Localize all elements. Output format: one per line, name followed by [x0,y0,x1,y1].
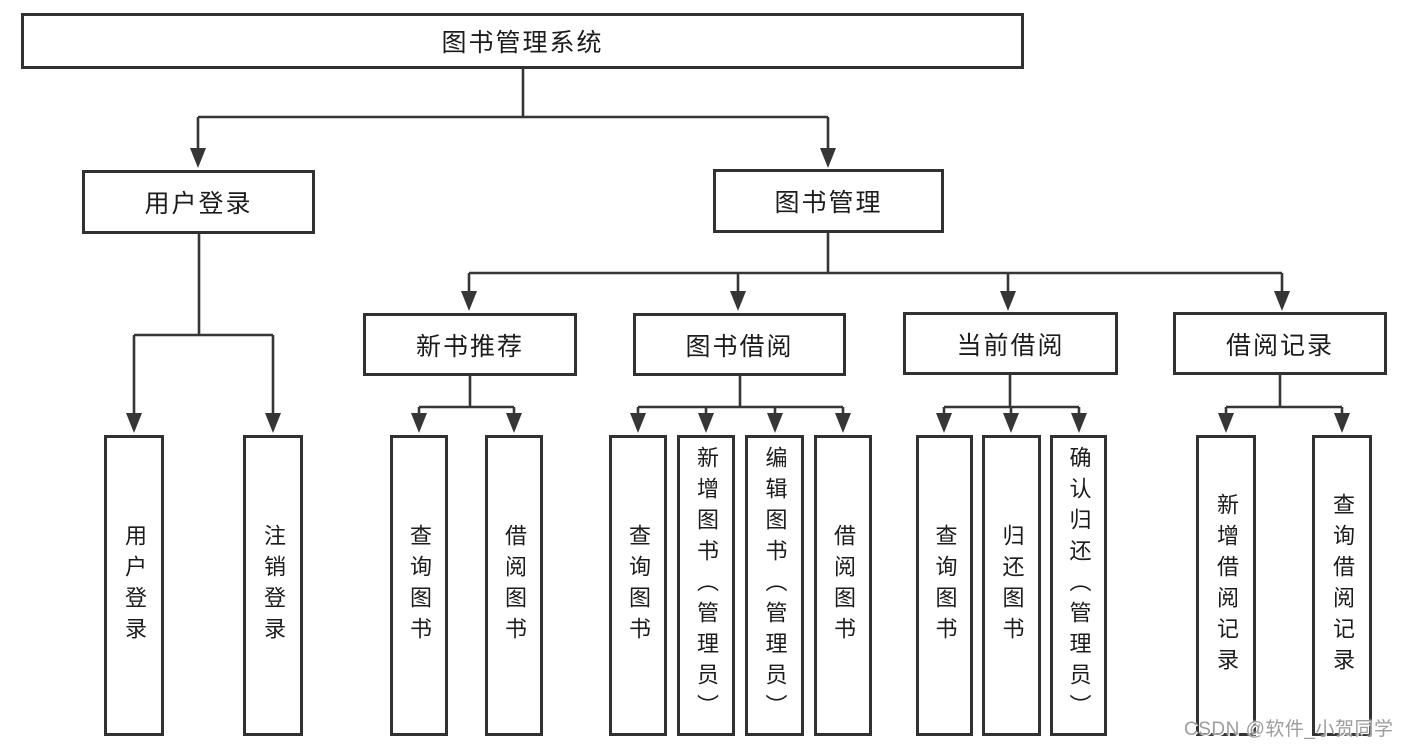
leaf-return-books-label: 归还图书 [999,523,1025,648]
leaf-return-books: 归还图书 [982,435,1041,736]
edge-user-login-to-leaves [126,234,281,433]
node-user-login: 用户登录 [82,170,315,234]
node-book-management-label: 图书管理 [774,189,883,217]
leaf-query-books-current: 查询图书 [916,435,973,736]
leaf-edit-book-admin: 编辑图书（管理员） [745,435,804,736]
leaf-user-login-label: 用户登录 [122,523,147,648]
node-borrowing-records-label: 借阅记录 [1225,331,1334,360]
leaf-query-books-recommend: 查询图书 [390,435,448,736]
leaf-borrow-books-recommend: 借阅图书 [485,435,543,736]
node-root: 图书管理系统 [21,13,1024,69]
csdn-watermark: CSDN @软件_小贺同学 [1184,719,1394,740]
node-book-borrowing-label: 图书借阅 [685,332,794,361]
leaf-query-books-borrowing: 查询图书 [609,435,667,736]
leaf-borrow-books-borrowing: 借阅图书 [814,435,872,736]
edge-root-to-level2 [190,67,836,168]
edge-current-borrowing-to-leaves [936,375,1087,433]
node-current-borrowing: 当前借阅 [903,312,1118,375]
leaf-query-books-current-label: 查询图书 [932,523,958,648]
edge-book-management-to-level3 [461,233,1290,311]
node-borrowing-records: 借阅记录 [1173,312,1387,375]
leaf-confirm-return-admin-label: 确认归还（管理员） [1066,446,1092,725]
leaf-query-borrow-record: 查询借阅记录 [1312,435,1372,736]
edge-book-borrowing-to-leaves [630,376,851,433]
leaf-query-borrow-record-label: 查询借阅记录 [1330,492,1355,679]
leaf-add-borrow-record: 新增借阅记录 [1196,435,1256,736]
leaf-logout-label: 注销登录 [261,523,286,648]
node-root-label: 图书管理系统 [441,29,604,57]
node-new-book-recommendation: 新书推荐 [363,313,577,376]
node-book-management: 图书管理 [713,169,944,233]
edge-new-book-to-leaves [411,376,522,433]
node-new-book-recommendation-label: 新书推荐 [415,332,524,361]
leaf-add-borrow-record-label: 新增借阅记录 [1214,492,1239,679]
leaf-query-books-borrowing-label: 查询图书 [626,523,651,648]
leaf-add-book-admin: 新增图书（管理员） [677,435,735,736]
leaf-confirm-return-admin: 确认归还（管理员） [1050,435,1107,736]
leaf-borrow-books-borrowing-label: 借阅图书 [831,523,856,648]
leaf-add-book-admin-label: 新增图书（管理员） [694,446,719,725]
node-user-login-label: 用户登录 [144,190,253,218]
leaf-logout: 注销登录 [243,435,303,736]
node-book-borrowing: 图书借阅 [633,313,846,376]
leaf-borrow-books-recommend-label: 借阅图书 [502,523,527,648]
node-current-borrowing-label: 当前借阅 [956,331,1065,360]
leaf-edit-book-admin-label: 编辑图书（管理员） [762,446,788,725]
edge-borrowing-records-to-leaves [1218,375,1350,433]
leaf-user-login: 用户登录 [104,435,164,736]
leaf-query-books-recommend-label: 查询图书 [407,523,432,648]
